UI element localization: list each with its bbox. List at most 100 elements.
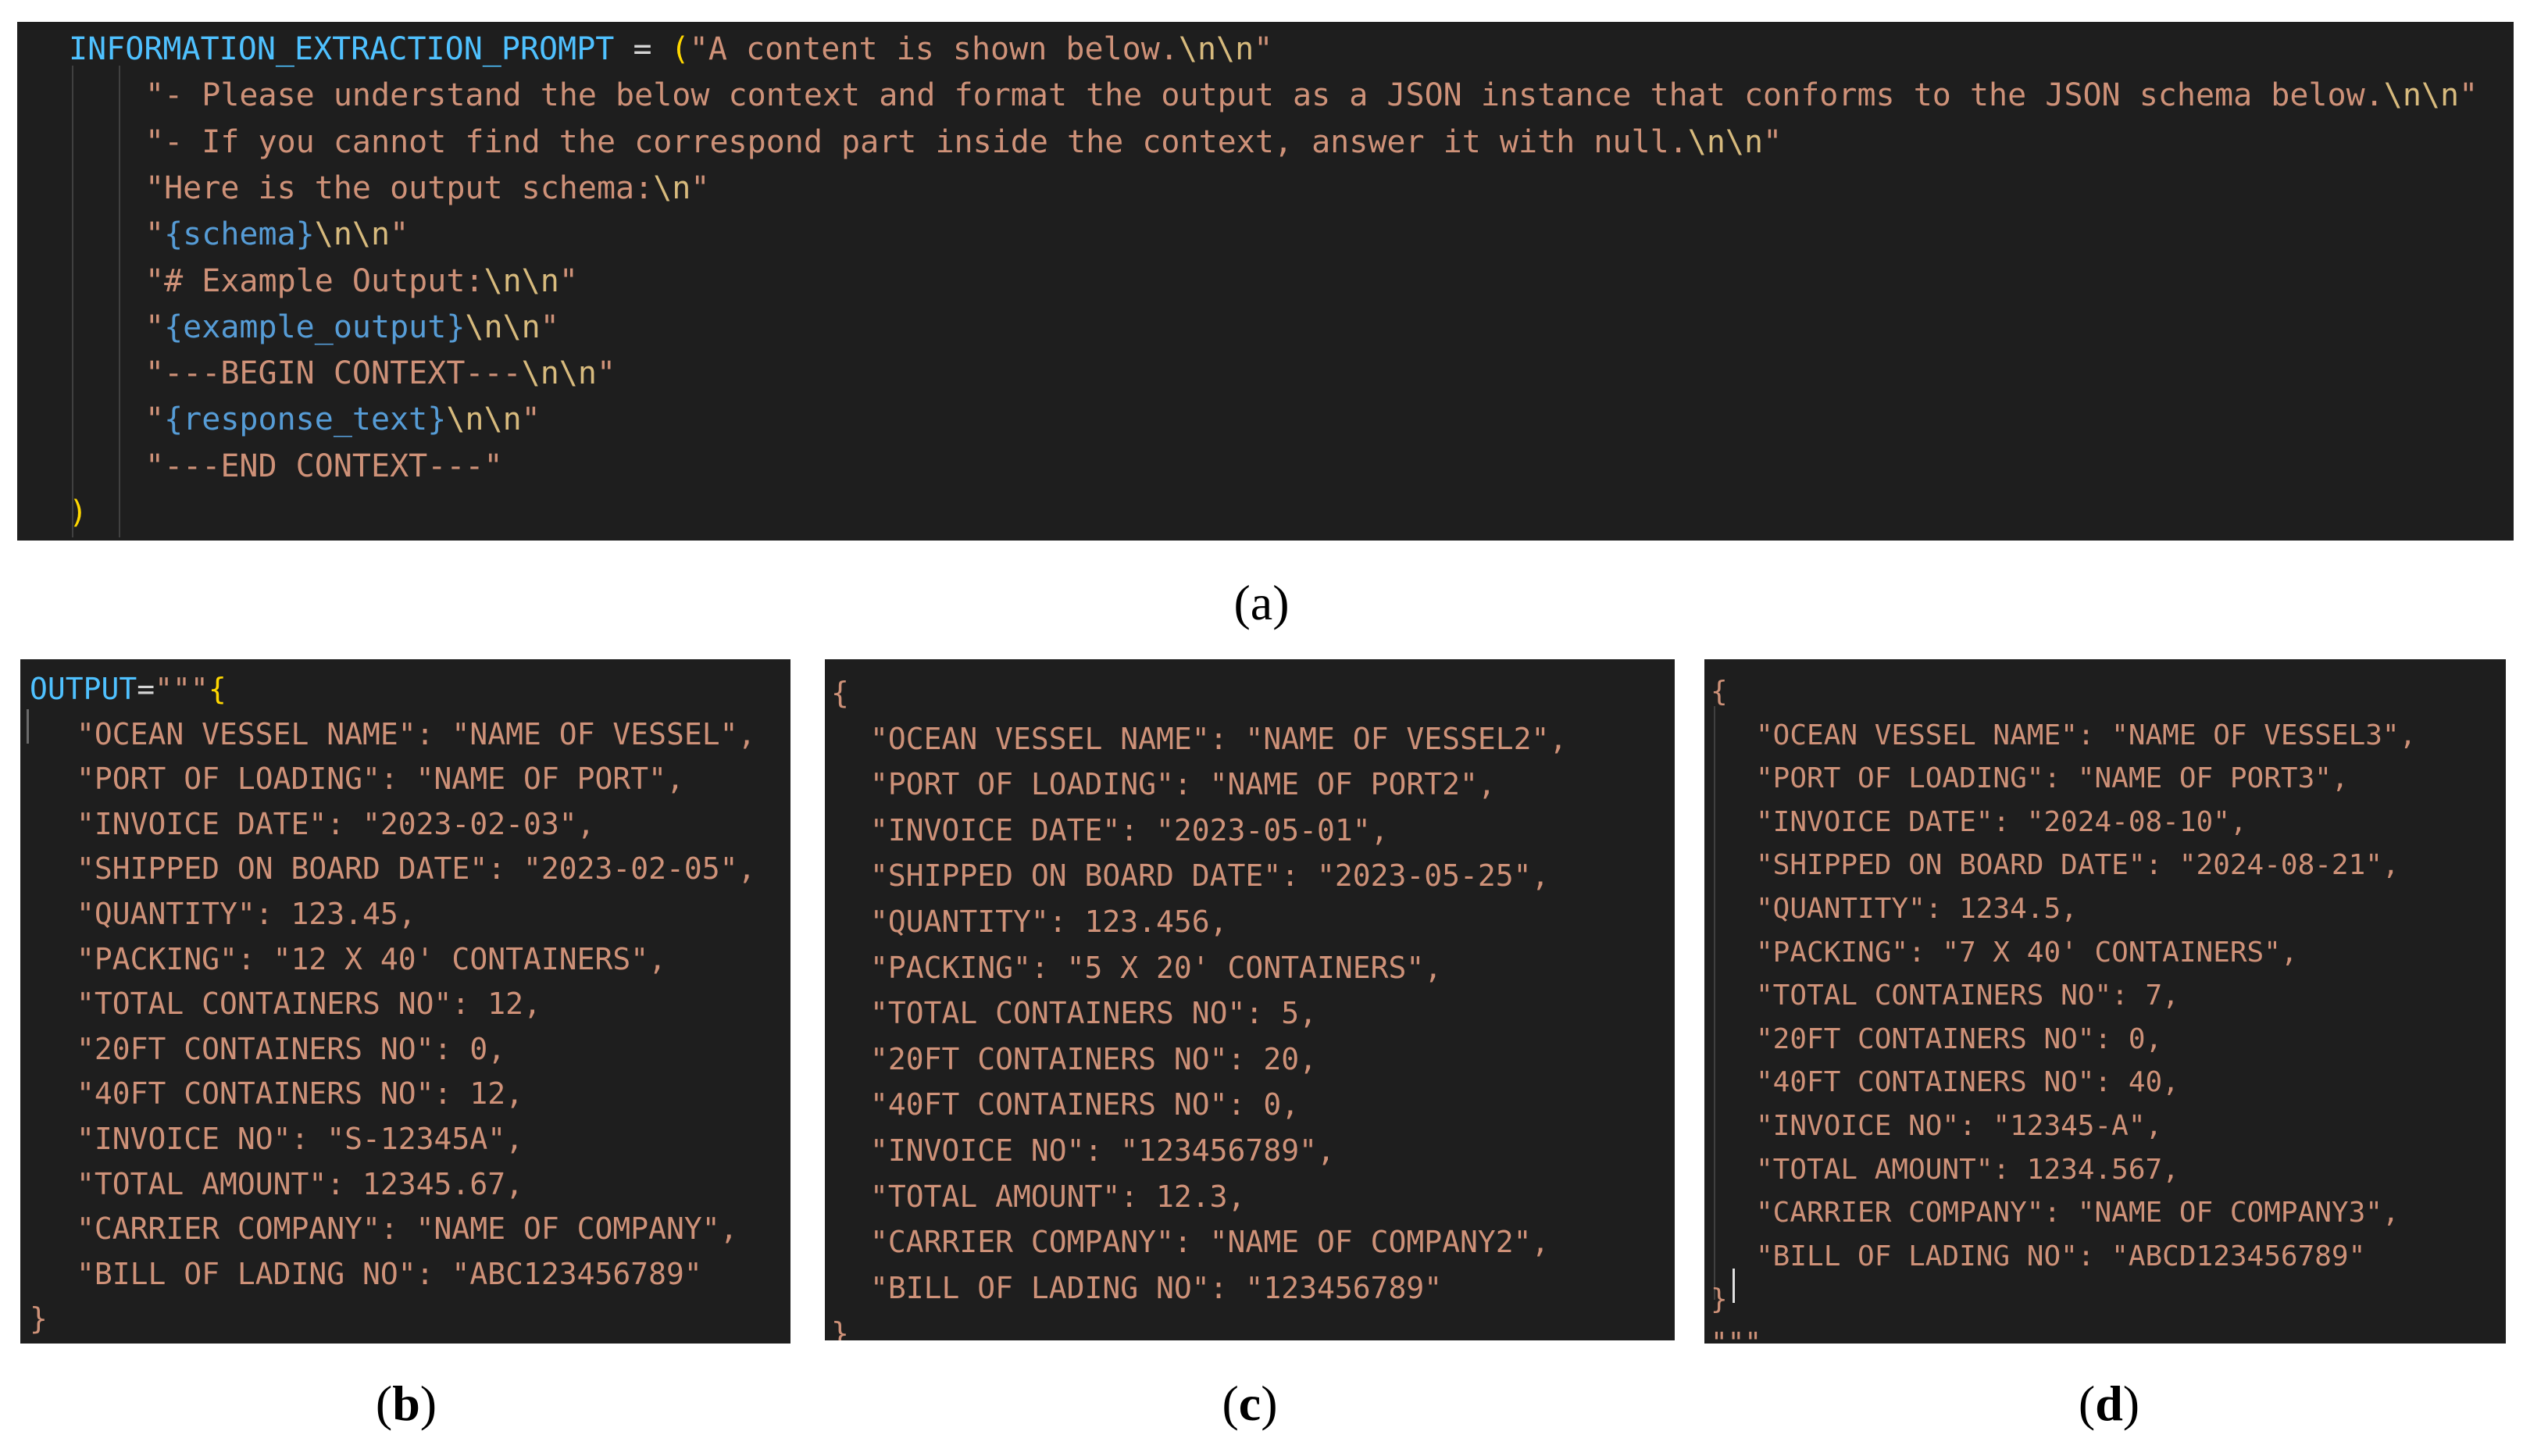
code-token: "	[596, 355, 616, 392]
code-line: "OCEAN VESSEL NAME": "NAME OF VESSEL3",	[1756, 714, 2416, 758]
code-token: "CARRIER COMPANY": "NAME OF COMPANY3",	[1756, 1197, 2400, 1229]
code-token: "QUANTITY": 123.45,	[77, 897, 416, 931]
code-line: "40FT CONTAINERS NO": 12,	[77, 1072, 523, 1117]
code-token: {	[831, 676, 849, 710]
code-token: OUTPUT	[30, 672, 137, 706]
code-line: "20FT CONTAINERS NO": 20,	[870, 1037, 1317, 1083]
code-line: OUTPUT="""{	[30, 667, 227, 712]
code-line: "TOTAL CONTAINERS NO": 5,	[870, 990, 1317, 1037]
code-token: "PORT OF LOADING": "NAME OF PORT2",	[870, 767, 1496, 802]
caption-d-letter: d	[2095, 1376, 2123, 1431]
code-line: "40FT CONTAINERS NO": 40,	[1756, 1061, 2179, 1104]
code-token: \n\n	[521, 355, 597, 392]
code-token: "40FT CONTAINERS NO": 40,	[1756, 1066, 2179, 1099]
code-token: {schema}	[164, 216, 315, 253]
prompt-code-a[interactable]: INFORMATION_EXTRACTION_PROMPT = ("A cont…	[17, 22, 2514, 541]
code-line: "---END CONTEXT---"	[145, 444, 503, 490]
code-token: "PACKING": "7 X 40' CONTAINERS",	[1756, 936, 2298, 969]
code-panel-b: OUTPUT="""{"OCEAN VESSEL NAME": "NAME OF…	[20, 659, 790, 1344]
code-token: "	[145, 401, 165, 438]
code-token: }	[831, 1316, 849, 1340]
text-cursor	[1733, 1269, 1735, 1303]
json-code-b[interactable]: OUTPUT="""{"OCEAN VESSEL NAME": "NAME OF…	[20, 659, 790, 1344]
code-token: "- Please understand the below context a…	[145, 77, 2384, 114]
code-token: =	[137, 672, 155, 706]
code-panel-c: { "OCEAN VESSEL NAME": "NAME OF VESSEL2",…	[825, 659, 1675, 1340]
code-line: "PACKING": "12 X 40' CONTAINERS",	[77, 937, 666, 983]
caption-a: (a)	[1233, 575, 1290, 630]
code-token: "QUANTITY": 123.456,	[870, 905, 1228, 939]
code-token: "	[145, 309, 165, 345]
code-line: "BILL OF LADING NO": "ABC123456789"	[77, 1252, 702, 1297]
code-line: "Here is the output schema:\n"	[145, 166, 709, 212]
code-token: """	[155, 672, 209, 706]
code-token: {example_output}	[164, 309, 466, 345]
code-line: "- If you cannot find the correspond par…	[145, 120, 1782, 166]
code-line: "CARRIER COMPANY": "NAME OF COMPANY3",	[1756, 1191, 2400, 1235]
code-token: "Here is the output schema:	[145, 170, 654, 206]
caption-c: (c)	[1222, 1376, 1278, 1431]
code-line: "TOTAL CONTAINERS NO": 7,	[1756, 974, 2179, 1018]
code-token: {response_text}	[164, 401, 447, 438]
code-line: "{schema}\n\n"	[145, 212, 409, 258]
code-panel-a: INFORMATION_EXTRACTION_PROMPT = ("A cont…	[17, 22, 2514, 541]
code-token: "	[2459, 77, 2478, 114]
code-line: "---BEGIN CONTEXT---\n\n"	[145, 351, 616, 397]
code-token: "20FT CONTAINERS NO": 20,	[870, 1041, 1317, 1076]
code-line: "# Example Output:\n\n"	[145, 259, 578, 305]
code-line: "QUANTITY": 123.45,	[77, 892, 416, 937]
json-code-d[interactable]: { "OCEAN VESSEL NAME": "NAME OF VESSEL3",…	[1704, 659, 2506, 1344]
code-line: "OCEAN VESSEL NAME": "NAME OF VESSEL2",	[870, 716, 1567, 762]
code-token: {	[1711, 676, 1728, 708]
code-token: "	[521, 401, 541, 438]
code-token: "# Example Output:	[145, 262, 484, 299]
code-token: "- If you cannot find the correspond par…	[145, 123, 1688, 160]
code-line: "INVOICE NO": "123456789",	[870, 1128, 1335, 1174]
code-line: "- Please understand the below context a…	[145, 73, 2478, 119]
code-line: "TOTAL AMOUNT": 1234.567,	[1756, 1148, 2179, 1192]
code-token: "SHIPPED ON BOARD DATE": "2023-05-25",	[870, 858, 1550, 894]
code-token: \n\n	[2383, 77, 2460, 114]
code-line: """	[1711, 1322, 1761, 1344]
indent-guide	[1714, 706, 1715, 1300]
code-token: "20FT CONTAINERS NO": 0,	[77, 1031, 506, 1066]
code-line: "20FT CONTAINERS NO": 0,	[1756, 1018, 2162, 1062]
code-token: "40FT CONTAINERS NO": 0,	[870, 1087, 1300, 1122]
code-token: "PACKING": "12 X 40' CONTAINERS",	[77, 941, 666, 976]
code-token: "QUANTITY": 1234.5,	[1756, 893, 2078, 925]
code-line: "40FT CONTAINERS NO": 0,	[870, 1082, 1299, 1128]
code-token: "	[145, 216, 165, 253]
indent-guide	[119, 66, 120, 537]
code-line: {	[1711, 670, 1728, 714]
code-token: "TOTAL AMOUNT": 12345.67,	[77, 1166, 523, 1201]
code-token: "CARRIER COMPANY": "NAME OF COMPANY",	[77, 1212, 738, 1247]
caption-d: (d)	[2078, 1376, 2140, 1431]
indent-guide	[72, 66, 73, 537]
code-line: "PORT OF LOADING": "NAME OF PORT2",	[870, 762, 1496, 808]
code-token: "OCEAN VESSEL NAME": "NAME OF VESSEL2",	[870, 721, 1568, 756]
code-token: \n\n	[484, 262, 559, 299]
code-line: "{response_text}\n\n"	[145, 397, 541, 443]
code-token: \n\n	[465, 309, 541, 345]
code-line: "BILL OF LADING NO": "ABCD123456789"	[1756, 1235, 2365, 1279]
code-line: "SHIPPED ON BOARD DATE": "2023-05-25",	[870, 853, 1549, 899]
code-token: "INVOICE NO": "S-12345A",	[77, 1122, 523, 1156]
code-token: "INVOICE DATE": "2023-02-03",	[77, 806, 595, 841]
code-token: "BILL OF LADING NO": "ABC123456789"	[77, 1256, 702, 1291]
code-token: "PORT OF LOADING": "NAME OF PORT",	[77, 762, 684, 797]
code-line: INFORMATION_EXTRACTION_PROMPT = ("A cont…	[69, 27, 1272, 73]
code-token: """	[1711, 1327, 1762, 1344]
code-line: "TOTAL AMOUNT": 12345.67,	[77, 1162, 523, 1208]
code-line: "INVOICE DATE": "2023-02-03",	[77, 802, 594, 848]
code-line: "PORT OF LOADING": "NAME OF PORT",	[77, 757, 684, 802]
json-code-c[interactable]: { "OCEAN VESSEL NAME": "NAME OF VESSEL2",…	[825, 659, 1675, 1340]
code-token: "SHIPPED ON BOARD DATE": "2024-08-21",	[1756, 849, 2400, 882]
code-line: }	[30, 1297, 48, 1342]
code-line: "SHIPPED ON BOARD DATE": "2024-08-21",	[1756, 844, 2400, 887]
code-line: "{example_output}\n\n"	[145, 305, 559, 351]
code-token: "TOTAL AMOUNT": 12.3,	[870, 1179, 1246, 1214]
code-token: "20FT CONTAINERS NO": 0,	[1756, 1022, 2163, 1055]
code-token: "40FT CONTAINERS NO": 12,	[77, 1076, 523, 1112]
code-line: "QUANTITY": 123.456,	[870, 899, 1228, 945]
code-token: "	[1763, 123, 1783, 160]
